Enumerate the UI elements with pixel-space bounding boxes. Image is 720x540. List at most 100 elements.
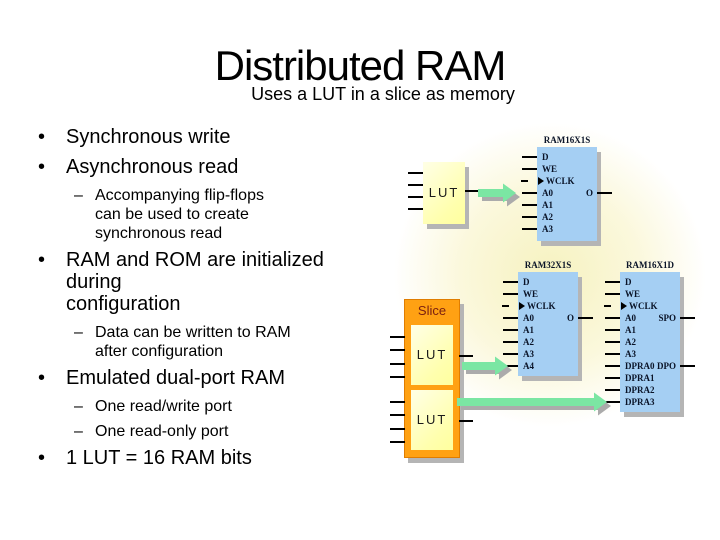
port-label: A0 [523, 313, 534, 323]
slide-subtitle: Uses a LUT in a slice as memory [251, 84, 515, 104]
bullet-text: Emulated dual-port RAM [66, 367, 285, 389]
lut-input-tick [408, 184, 423, 186]
port-row-a1: A1 [605, 324, 680, 336]
ram-block-title: RAM16X1S [543, 135, 591, 145]
slice-block: Slice LUT LUT [390, 299, 473, 458]
lut-input-tick [408, 208, 423, 210]
lut-input-tick [390, 349, 405, 351]
bullet-item: • Asynchronous read [28, 156, 390, 178]
bullet-text: One read-only port [95, 423, 229, 440]
bullet-text: 1 LUT = 16 RAM bits [66, 447, 252, 469]
lut-input-tick [390, 363, 405, 365]
port-label: WE [523, 289, 539, 299]
bullet-item: •Synchronous write [28, 126, 390, 148]
bullet-text: RAM and ROM are initialized during confi… [66, 249, 324, 315]
lut-output-tick [459, 420, 473, 422]
port-row-a1: A1 [522, 199, 597, 211]
bullet-item: –One read/write port [28, 397, 390, 416]
input-tick [522, 204, 537, 206]
output-tick [680, 317, 695, 319]
bullet-marker: – [74, 324, 83, 341]
input-tick [502, 305, 509, 307]
port-label: WE [625, 289, 641, 299]
port-row-dpra1: DPRA1 [605, 372, 680, 384]
output-tick [680, 365, 695, 367]
port-label: WCLK [546, 176, 575, 186]
lut-input-tick [390, 376, 405, 378]
port-row-d: D [605, 276, 680, 288]
bullet-marker: • [38, 249, 46, 271]
input-tick [503, 329, 518, 331]
port-row-dpra3: DPRA3 [605, 396, 680, 408]
output-tick [597, 192, 612, 194]
port-label: WE [542, 164, 558, 174]
ram-block-title: RAM16X1D [626, 260, 674, 270]
bullet-text: Asynchronous read [66, 156, 239, 178]
bullet-item: –Data can be written to RAM after config… [28, 323, 390, 361]
input-tick [604, 305, 611, 307]
bullet-marker: • [38, 156, 46, 178]
port-label: A0 [542, 188, 553, 198]
port-row-a0: A0 O [522, 187, 612, 199]
bullet-item: –One read-only port [28, 422, 390, 441]
bullet-item: –Accompanying flip-flops can be used to … [28, 186, 390, 243]
lut-input-tick [390, 401, 405, 403]
port-row-wclk: WCLK [521, 175, 597, 187]
arrow-lut-to-ram16x1s [478, 183, 520, 207]
input-tick [605, 389, 620, 391]
lut-output-tick [459, 355, 473, 357]
slide-title: Distributed RAM [214, 42, 507, 89]
lut-input-tick [408, 172, 423, 174]
port-label: DPRA1 [625, 373, 655, 383]
output-port-label: O [585, 188, 593, 198]
input-tick [605, 293, 620, 295]
lut-input-tick [390, 336, 405, 338]
lut-block-slice-lower: LUT [411, 390, 453, 450]
bullet-marker: • [38, 447, 46, 469]
slice-label: Slice [417, 303, 447, 318]
clock-triangle-icon [621, 302, 627, 310]
port-label: A4 [523, 361, 534, 371]
port-row-d: D [503, 276, 578, 288]
port-row-we: WE [522, 163, 597, 175]
lut-block-top: LUT [408, 162, 479, 224]
port-row-a3: A3 [522, 223, 597, 235]
input-tick [605, 353, 620, 355]
port-label: A1 [625, 325, 636, 335]
clock-triangle-icon [538, 177, 544, 185]
output-port-label: SPO [658, 313, 676, 323]
port-row-a2: A2 [605, 336, 680, 348]
input-tick [605, 401, 620, 403]
input-tick [605, 281, 620, 283]
port-row-wclk: WCLK [502, 300, 578, 312]
bullet-text: One read/write port [95, 398, 232, 415]
port-row-a3: A3 [503, 348, 578, 360]
port-row-a1: A1 [503, 324, 578, 336]
input-tick [521, 180, 528, 182]
port-label: A2 [625, 337, 636, 347]
port-label: A2 [542, 212, 553, 222]
port-row-we: WE [503, 288, 578, 300]
arrow-slice-to-ram32x1s [462, 356, 512, 380]
input-tick [522, 216, 537, 218]
bullet-item: • 1 LUT = 16 RAM bits [28, 447, 390, 469]
bullet-text: Accompanying flip-flops can be used to c… [95, 187, 264, 242]
input-tick [605, 317, 620, 319]
input-tick [503, 317, 518, 319]
input-tick [605, 329, 620, 331]
bullet-list: •Synchronous write•Asynchronous read–Acc… [28, 126, 390, 477]
arrow-slice-to-ram16x1d [457, 392, 611, 416]
input-tick [605, 377, 620, 379]
input-tick [522, 156, 537, 158]
port-row-a2: A2 [522, 211, 597, 223]
port-row-a3: A3 [605, 348, 680, 360]
port-label: A3 [625, 349, 636, 359]
input-tick [605, 365, 620, 367]
port-label: D [523, 277, 530, 287]
input-tick [522, 192, 537, 194]
output-port-label: O [566, 313, 574, 323]
